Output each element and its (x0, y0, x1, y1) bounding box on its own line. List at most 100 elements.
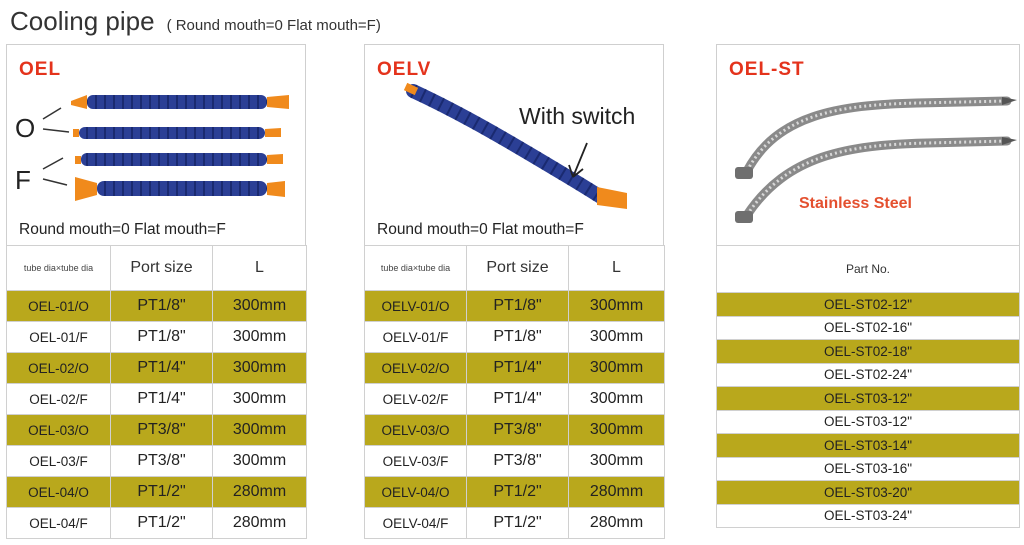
oel-brand: OEL (19, 59, 62, 80)
round-mouth-label: O (15, 113, 36, 143)
cell-port: PT1/4" (110, 352, 213, 384)
table-row: OEL-ST03-12" (716, 409, 1020, 434)
cell-length: 300mm (212, 445, 307, 477)
cell-length: 300mm (568, 445, 665, 477)
cell-part-no: OEL-ST02-18" (716, 339, 1020, 364)
table-row: OEL-ST03-12" (716, 386, 1020, 411)
cell-port: PT1/8" (110, 321, 213, 353)
cell-length: 300mm (212, 383, 307, 415)
table-row: OEL-ST03-16" (716, 456, 1020, 481)
cell-model: OELV-02/O (364, 352, 467, 384)
cell-port: PT1/2" (466, 476, 569, 508)
header-model: tube dia×tube dia (364, 245, 467, 291)
oel-caption: Round mouth=0 Flat mouth=F (19, 221, 226, 238)
oel-hoses-illustration (42, 95, 289, 201)
table-row: OEL-ST02-18" (716, 339, 1020, 364)
cell-length: 280mm (212, 507, 307, 539)
cell-part-no: OEL-ST03-20" (716, 480, 1020, 505)
header-length: L (212, 245, 307, 291)
header-model: tube dia×tube dia (6, 245, 111, 291)
cell-port: PT1/8" (466, 321, 569, 353)
table-row: OEL-ST02-24" (716, 362, 1020, 387)
table-header-row: tube dia×tube dia Port size L (6, 245, 307, 291)
cell-port: PT1/8" (110, 290, 213, 322)
cell-part-no: OEL-ST03-16" (716, 456, 1020, 481)
cell-length: 300mm (568, 414, 665, 446)
table-row: OEL-ST02-16" (716, 315, 1020, 340)
oelv-hose-illustration (403, 82, 627, 209)
header-part-no: Part No. (716, 245, 1020, 293)
cell-length: 300mm (212, 352, 307, 384)
cell-length: 300mm (212, 290, 307, 322)
cell-model: OEL-01/O (6, 290, 111, 322)
oel-st-image-box: OEL-ST Stainless Steel (716, 44, 1020, 246)
cell-model: OELV-02/F (364, 383, 467, 415)
cell-model: OEL-04/F (6, 507, 111, 539)
cell-part-no: OEL-ST02-12" (716, 292, 1020, 317)
cell-length: 300mm (568, 352, 665, 384)
table-row: OEL-ST03-24" (716, 503, 1020, 528)
cell-part-no: OEL-ST03-14" (716, 433, 1020, 458)
title-text: Cooling pipe (10, 6, 155, 36)
cell-port: PT3/8" (110, 414, 213, 446)
cell-port: PT1/4" (466, 352, 569, 384)
cell-length: 300mm (568, 321, 665, 353)
header-length: L (568, 245, 665, 291)
table-header-row: tube dia×tube dia Port size L (364, 245, 665, 291)
cell-length: 280mm (568, 507, 665, 539)
cell-port: PT1/2" (110, 476, 213, 508)
cell-part-no: OEL-ST03-12" (716, 386, 1020, 411)
cell-port: PT1/4" (110, 383, 213, 415)
cell-model: OEL-02/O (6, 352, 111, 384)
cell-model: OEL-04/O (6, 476, 111, 508)
table-row: OEL-ST03-20" (716, 480, 1020, 505)
with-switch-label: With switch (519, 103, 636, 129)
cell-model: OEL-01/F (6, 321, 111, 353)
table-header-row: Part No. (716, 245, 1020, 293)
cell-port: PT1/2" (110, 507, 213, 539)
cell-length: 300mm (212, 414, 307, 446)
cell-model: OELV-01/F (364, 321, 467, 353)
header-port-size: Port size (466, 245, 569, 291)
cell-part-no: OEL-ST02-24" (716, 362, 1020, 387)
cell-port: PT3/8" (466, 414, 569, 446)
cell-port: PT3/8" (110, 445, 213, 477)
table-row: OEL-ST03-14" (716, 433, 1020, 458)
cell-model: OELV-01/O (364, 290, 467, 322)
stainless-steel-label: Stainless Steel (799, 195, 912, 212)
cell-model: OELV-04/F (364, 507, 467, 539)
cell-port: PT1/2" (466, 507, 569, 539)
cell-length: 280mm (212, 476, 307, 508)
cell-length: 300mm (568, 383, 665, 415)
cell-model: OEL-03/O (6, 414, 111, 446)
flat-mouth-label: F (15, 165, 31, 195)
cell-part-no: OEL-ST03-12" (716, 409, 1020, 434)
page-title: Cooling pipe ( Round mouth=0 Flat mouth=F… (10, 6, 381, 37)
cell-part-no: OEL-ST02-16" (716, 315, 1020, 340)
oel-image-box: OEL O F (6, 44, 306, 246)
subtitle-text: ( Round mouth=0 Flat mouth=F) (166, 17, 381, 34)
cell-port: PT1/8" (466, 290, 569, 322)
oelv-brand: OELV (377, 59, 432, 80)
cell-length: 300mm (212, 321, 307, 353)
header-port-size: Port size (110, 245, 213, 291)
cell-model: OEL-03/F (6, 445, 111, 477)
cell-port: PT1/4" (466, 383, 569, 415)
cell-model: OELV-03/F (364, 445, 467, 477)
